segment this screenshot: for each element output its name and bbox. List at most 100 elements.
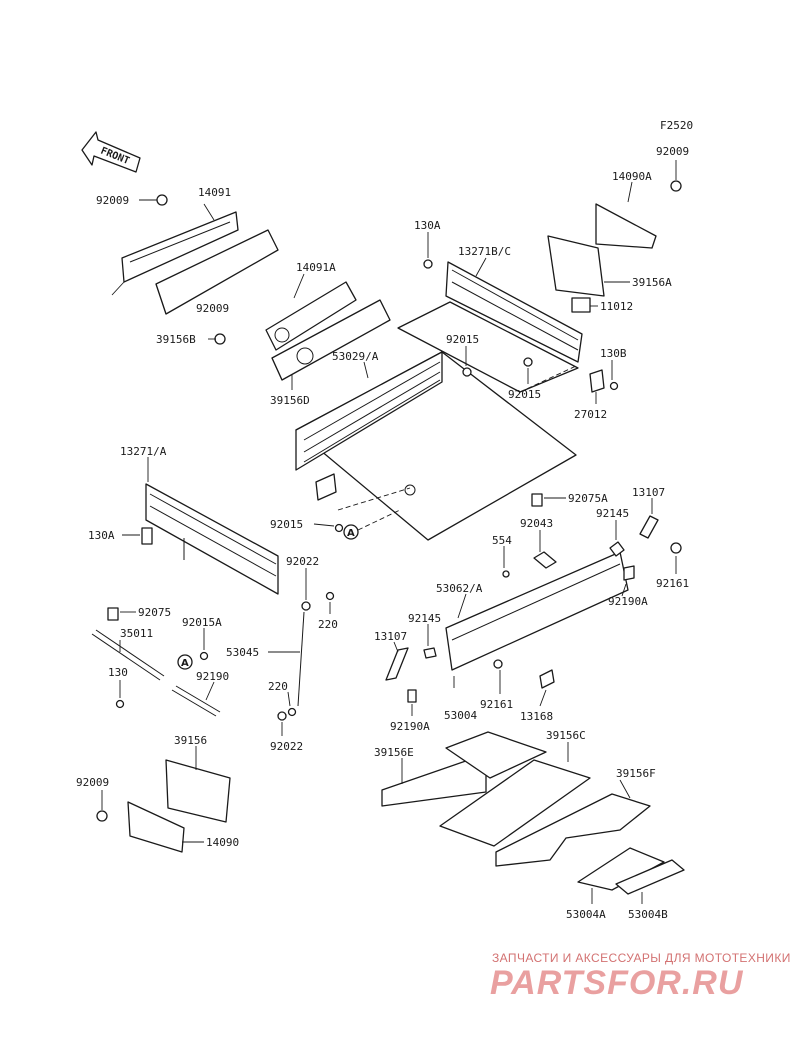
- side-panel-14091A: [265, 281, 357, 351]
- callout-14090A: 14090A: [612, 170, 652, 183]
- bushing-92190A-right: [623, 565, 635, 581]
- washer-220-bottom: [287, 707, 297, 717]
- callout-92009-d: 92009: [76, 776, 109, 789]
- callout-130A-top: 130A: [414, 219, 441, 232]
- collar-92043: [533, 551, 557, 569]
- clip-554: [502, 570, 510, 578]
- callout-130B: 130B: [600, 347, 627, 360]
- shaft-92190: [171, 685, 221, 717]
- clip-11012: [571, 297, 591, 313]
- callout-39156E: 39156E: [374, 746, 414, 759]
- callout-labels: 92009 14091 14091A 92009 39156B 39156D 5…: [76, 145, 689, 921]
- cap-92075A: [531, 493, 543, 507]
- callout-92015-top: 92015: [446, 333, 479, 346]
- pin-13107-right: [639, 515, 659, 539]
- callout-220-bottom: 220: [268, 680, 288, 693]
- svg-text:A: A: [347, 528, 355, 539]
- tailgate-53062: [445, 551, 629, 671]
- mat-39156E-upper: [445, 731, 547, 779]
- nut-92015-mid: [523, 357, 533, 367]
- spring-92145-right: [609, 541, 625, 557]
- callout-53045: 53045: [226, 646, 259, 659]
- callout-53004B: 53004B: [628, 908, 668, 921]
- callout-92022-top: 92022: [286, 555, 319, 568]
- callout-220-top: 220: [318, 618, 338, 631]
- watermark-tagline: ЗАПЧАСТИ И АКСЕССУАРЫ ДЛЯ МОТОТЕХНИКИ: [492, 951, 791, 965]
- callout-14091A: 14091A: [296, 261, 336, 274]
- callout-92161-right: 92161: [656, 577, 689, 590]
- mat-39156F: [495, 793, 651, 867]
- callout-39156A: 39156A: [632, 276, 672, 289]
- svg-text:A: A: [181, 658, 189, 669]
- callout-39156C: 39156C: [546, 729, 586, 742]
- callout-92009-c: 92009: [656, 145, 689, 158]
- reference-mark-a-2: A: [177, 654, 193, 670]
- callout-92015-low: 92015: [270, 518, 303, 531]
- callout-53029A: 53029/A: [332, 350, 379, 363]
- cap-92075: [107, 607, 119, 621]
- bolt-92009-c: [670, 180, 682, 192]
- mat-53004A: [577, 847, 665, 891]
- bushing-92190A-left: [407, 689, 417, 703]
- panel-14090: [127, 801, 185, 853]
- figure-code: F2520: [660, 119, 693, 132]
- pad-39156A: [547, 235, 605, 297]
- callout-92015A: 92015A: [182, 616, 222, 629]
- callout-14090: 14090: [206, 836, 239, 849]
- bolt-92009-b: [214, 333, 226, 345]
- washer-92022-top: [301, 601, 311, 611]
- callout-13107-right: 13107: [632, 486, 665, 499]
- lever-13168: [539, 669, 555, 689]
- callout-92145-left: 92145: [408, 612, 441, 625]
- pin-13107-left: [385, 647, 409, 681]
- callout-130A-left: 130A: [88, 529, 115, 542]
- bolt-130A-top: [423, 259, 433, 269]
- mat-53004B: [615, 859, 685, 895]
- nut-92015-low: [334, 523, 344, 533]
- callout-53004: 53004: [444, 709, 477, 722]
- callout-39156: 39156: [174, 734, 207, 747]
- callout-92145-right: 92145: [596, 507, 629, 520]
- callout-92161-left: 92161: [480, 698, 513, 711]
- callout-39156B: 39156B: [156, 333, 196, 346]
- callout-130: 130: [108, 666, 128, 679]
- callout-14091: 14091: [198, 186, 231, 199]
- callout-11012: 11012: [600, 300, 633, 313]
- rod-35011: [91, 629, 165, 681]
- cable-53045: [297, 611, 305, 707]
- bracket-27012: [589, 369, 605, 393]
- bolt-92009-d: [96, 810, 108, 822]
- callout-92190: 92190: [196, 670, 229, 683]
- callout-92009-b: 92009: [196, 302, 229, 315]
- callout-92075: 92075: [138, 606, 171, 619]
- callout-13271A: 13271/A: [120, 445, 167, 458]
- callout-13271BC: 13271B/C: [458, 245, 511, 258]
- pad-39156: [165, 759, 231, 823]
- front-direction-arrow: FRONT: [81, 131, 141, 173]
- cargo-bed-53029: [295, 351, 577, 541]
- panel-14090A: [595, 203, 657, 249]
- side-pad-39156: [155, 229, 279, 315]
- mat-39156E: [381, 753, 487, 807]
- callout-92190A-left: 92190A: [390, 720, 430, 733]
- gate-13271A: [145, 483, 279, 595]
- washer-92022-bottom: [277, 711, 287, 721]
- bolt-130A-left: [141, 527, 153, 545]
- watermark-logo: PARTSFOR.RU: [490, 964, 744, 1002]
- callout-35011: 35011: [120, 627, 153, 640]
- gate-13271BC: [397, 261, 583, 393]
- bolt-92009-a: [156, 194, 168, 206]
- reference-mark-a-1: A: [343, 524, 359, 540]
- nut-92015A: [199, 651, 209, 661]
- spring-92145-left: [423, 647, 437, 659]
- bolt-130: [115, 699, 125, 709]
- bolt-92161-left: [493, 659, 503, 669]
- callout-27012: 27012: [574, 408, 607, 421]
- side-panel-14091: [111, 211, 239, 296]
- callout-53062A: 53062/A: [436, 582, 483, 595]
- callout-53004A: 53004A: [566, 908, 606, 921]
- callout-92015-mid: 92015: [508, 388, 541, 401]
- callout-13168: 13168: [520, 710, 553, 723]
